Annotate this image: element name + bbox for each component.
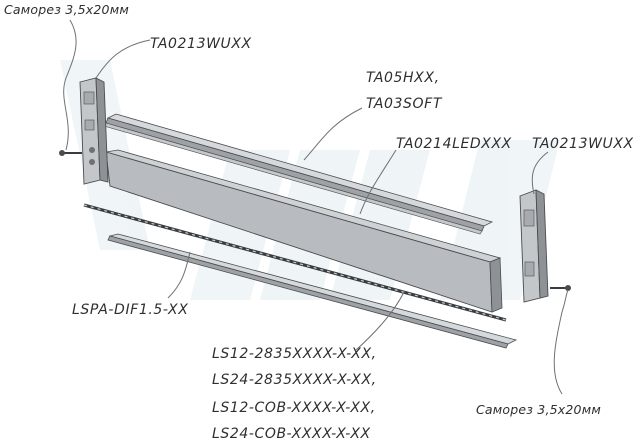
led-profile-panel — [105, 149, 503, 313]
leader-strip-list — [355, 291, 405, 351]
label-screw-top: Саморез 3,5х20мм — [4, 2, 129, 17]
leader-profile-ta05 — [303, 107, 363, 161]
label-led-profile: TA0214LEDXXX — [396, 136, 512, 152]
label-strip-4: LS24-COB-XXXX-X-XX — [212, 426, 371, 442]
left-end-cap — [79, 77, 109, 185]
label-strip-1: LS12-2835XXXX-X-XX, — [212, 346, 377, 362]
label-profile-ta05: TA05HXX, — [366, 70, 440, 86]
right-screw — [550, 285, 571, 291]
label-end-cap-right: TA0213WUXX — [532, 136, 633, 152]
top-profile-rail — [103, 113, 494, 235]
label-strip-2: LS24-2835XXXX-X-XX, — [212, 372, 377, 388]
leader-led-profile — [359, 149, 397, 215]
left-screw — [59, 150, 82, 156]
diffuser-rail — [107, 233, 518, 349]
right-end-cap — [519, 189, 549, 303]
leader-end-cap-top — [95, 39, 151, 79]
leader-screw-bottom — [553, 289, 569, 395]
leader-end-cap-right — [531, 151, 549, 195]
label-screw-bottom: Саморез 3,5х20мм — [476, 402, 601, 417]
label-profile-ta03: TA03SOFT — [366, 96, 442, 112]
label-end-cap-top: TA0213WUXX — [150, 36, 252, 52]
leader-diffuser — [167, 251, 191, 299]
label-diffuser: LSPA-DIF1.5-XX — [72, 302, 189, 318]
label-strip-3: LS12-COB-XXXX-X-XX, — [212, 400, 376, 416]
leader-screw-top — [63, 19, 77, 151]
leader-lines — [63, 19, 569, 395]
led-strip — [83, 203, 507, 322]
